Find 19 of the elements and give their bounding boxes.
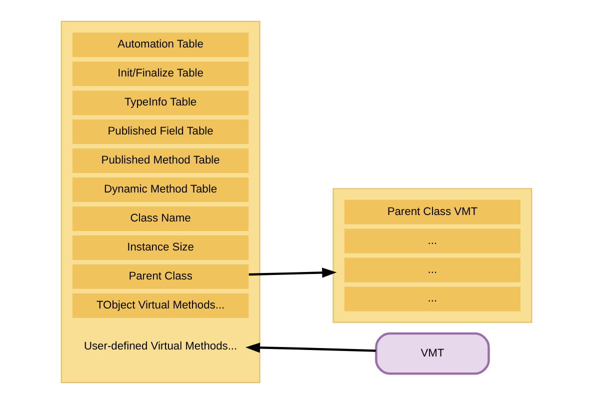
node-box: Class Name	[72, 206, 248, 231]
arrow	[248, 268, 336, 278]
node-box: ...	[344, 228, 520, 254]
node-box: Init/Finalize Table	[72, 62, 248, 86]
node-box: VMT	[374, 332, 490, 375]
arrow	[244, 342, 376, 353]
node-box: TObject Virtual Methods...	[72, 293, 248, 318]
node-box: Instance Size	[72, 235, 248, 260]
node-text: User-defined Virtual Methods...	[83, 340, 237, 353]
node-box: Parent Class VMT	[344, 200, 520, 224]
node-box: TypeInfo Table	[72, 90, 248, 116]
cluster	[332, 188, 532, 323]
node-box: Published Field Table	[72, 120, 248, 144]
node-box: ...	[344, 258, 520, 282]
node-box: Published Method Table	[72, 148, 248, 174]
node-box: Dynamic Method Table	[72, 177, 248, 202]
node-box: ...	[344, 286, 520, 312]
node-box: Automation Table	[72, 32, 248, 58]
node-box: Parent Class	[72, 264, 248, 289]
